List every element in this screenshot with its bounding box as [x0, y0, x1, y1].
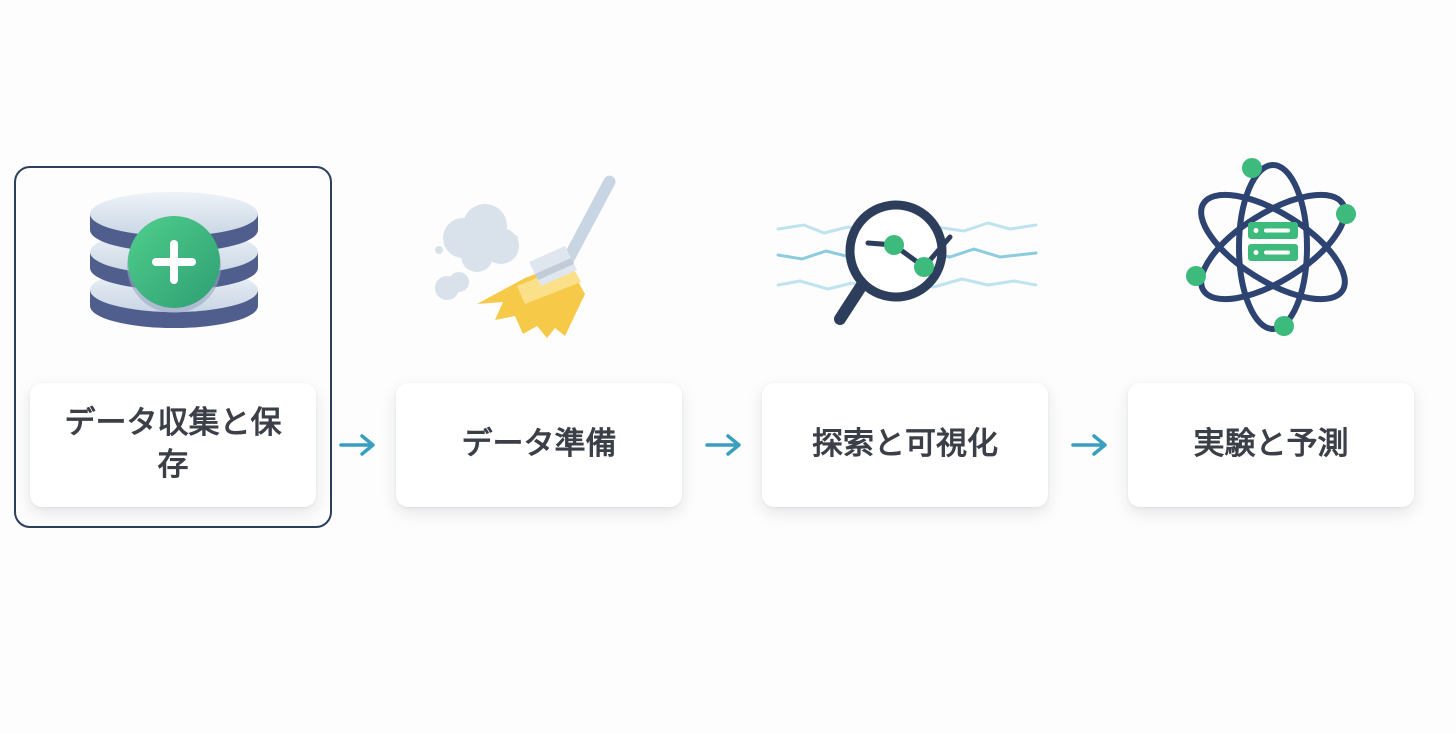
- database-add-icon: [90, 192, 258, 328]
- arrow-right-icon: [705, 434, 741, 456]
- arrow-right-icon: [339, 434, 375, 456]
- step-label: データ準備: [461, 426, 617, 463]
- step-card-collect-store: データ収集と保存: [30, 383, 316, 507]
- arrow-right-icon: [1071, 434, 1107, 456]
- step-card-prepare: データ準備: [396, 383, 682, 507]
- step-label: 実験と予測: [1193, 426, 1349, 463]
- broom-icon: [435, 175, 616, 338]
- magnifier-chart-icon: [776, 200, 1038, 325]
- atom-icon: [1186, 158, 1356, 336]
- step-label: 探索と可視化: [812, 426, 998, 463]
- selected-step-frame: [14, 166, 332, 528]
- step-label: データ収集と保存: [64, 405, 282, 483]
- step-card-experiment-predict: 実験と予測: [1128, 383, 1414, 507]
- step-card-explore-visualize: 探索と可視化: [762, 383, 1048, 507]
